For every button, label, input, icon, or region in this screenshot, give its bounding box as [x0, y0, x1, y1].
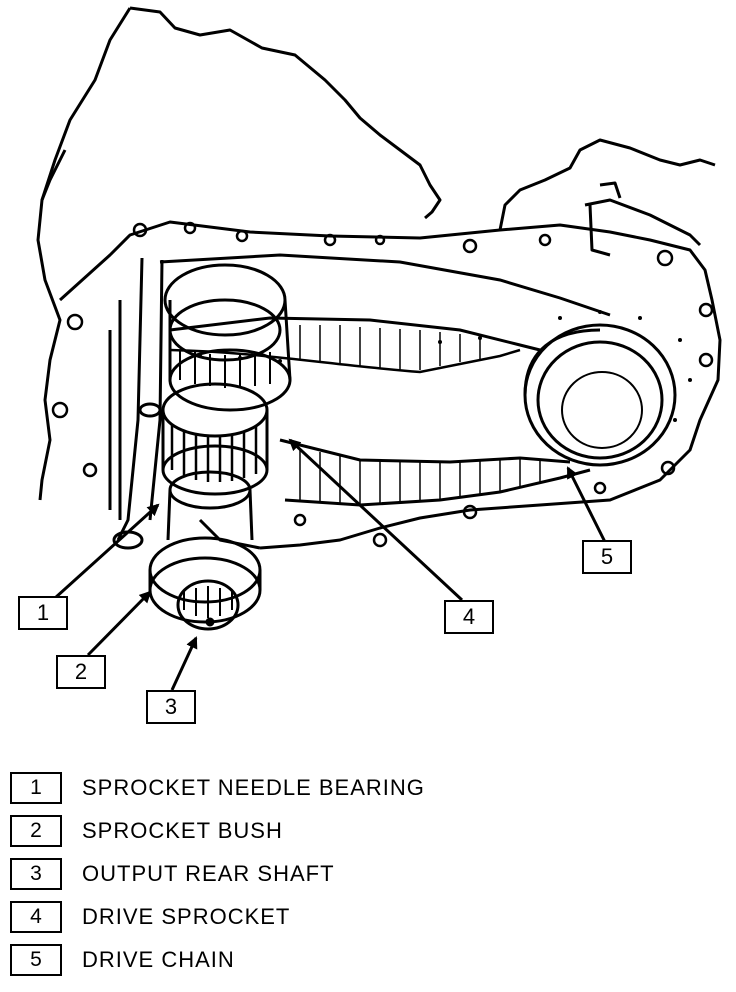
legend-number-box: 4 — [10, 901, 62, 933]
parts-legend: 1 SPROCKET NEEDLE BEARING 2 SPROCKET BUS… — [10, 772, 710, 987]
legend-item: 5 DRIVE CHAIN — [10, 944, 710, 987]
arrow-1 — [53, 503, 160, 600]
bolt-holes — [51, 221, 714, 548]
legend-label: DRIVE SPROCKET — [82, 904, 291, 929]
output-shaft — [148, 470, 262, 631]
transfer-case-illustration — [36, 6, 722, 691]
callout-3-number: 3 — [164, 694, 178, 719]
shift-rail — [108, 257, 164, 550]
legend-item: 1 SPROCKET NEEDLE BEARING — [10, 772, 710, 815]
legend-number-box: 5 — [10, 944, 62, 976]
arrow-5 — [566, 466, 607, 543]
callout-4: 4 — [444, 600, 494, 634]
callout-2-number: 2 — [74, 659, 88, 684]
legend-label: OUTPUT REAR SHAFT — [82, 861, 335, 886]
arrow-4 — [288, 438, 464, 602]
legend-label: DRIVE CHAIN — [82, 947, 235, 972]
callout-5-number: 5 — [600, 544, 614, 569]
legend-number-box: 2 — [10, 815, 62, 847]
leader-arrows — [53, 438, 607, 691]
legend-item: 3 OUTPUT REAR SHAFT — [10, 858, 710, 901]
callout-2: 2 — [56, 655, 106, 689]
legend-number-box: 1 — [10, 772, 62, 804]
callout-3: 3 — [146, 690, 196, 724]
drive-chain — [159, 253, 692, 507]
legend-label: SPROCKET BUSH — [82, 818, 283, 843]
legend-item: 4 DRIVE SPROCKET — [10, 901, 710, 944]
arrow-3 — [170, 636, 198, 691]
callout-5: 5 — [582, 540, 632, 574]
needle-bearing — [161, 382, 269, 496]
callout-1-number: 1 — [36, 600, 50, 625]
drive-sprocket — [163, 263, 292, 412]
arrow-2 — [86, 590, 152, 657]
legend-number-box: 3 — [10, 858, 62, 890]
legend-label: SPROCKET NEEDLE BEARING — [82, 775, 425, 800]
legend-item: 2 SPROCKET BUSH — [10, 815, 710, 858]
callout-4-number: 4 — [462, 604, 476, 629]
callout-1: 1 — [18, 596, 68, 630]
driven-sprocket — [523, 323, 677, 467]
